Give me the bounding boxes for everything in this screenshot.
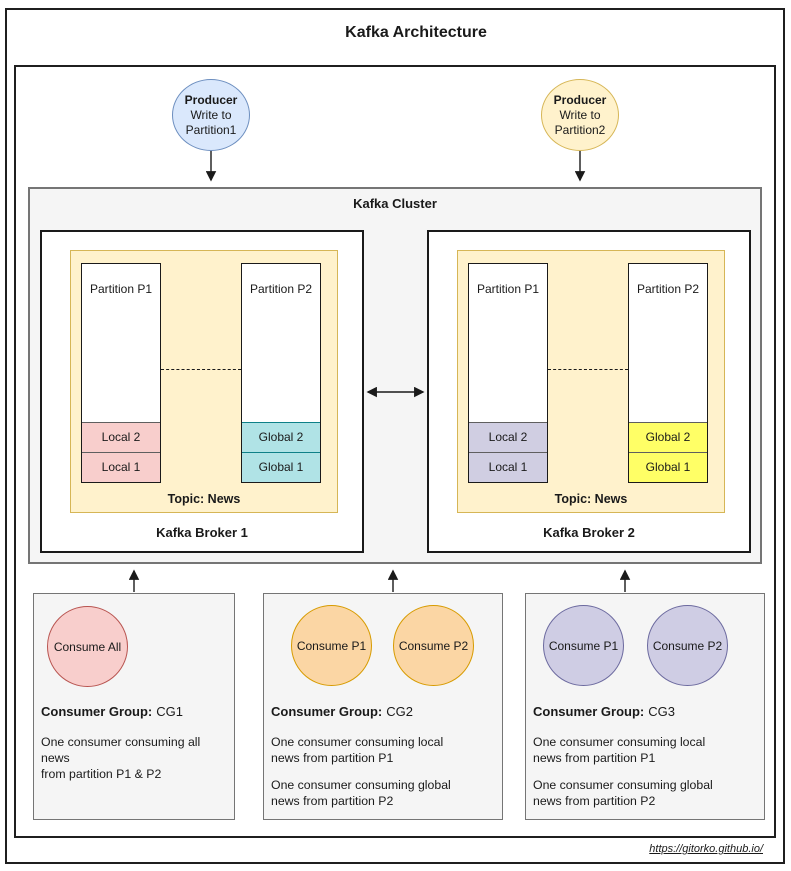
consumer-group-cg1-heading: Consumer Group:CG1 <box>41 704 228 719</box>
broker-2-label: Kafka Broker 2 <box>543 525 635 540</box>
consumer-group-heading-value: CG1 <box>156 704 183 719</box>
consumer-group-cg3-heading: Consumer Group:CG3 <box>533 704 758 719</box>
broker-2-partition-p1: Partition P1 Local 2 Local 1 <box>468 263 548 483</box>
consumer-group-heading-label: Consumer Group: <box>271 704 383 719</box>
producer-2-line3: Partition2 <box>554 122 606 137</box>
producer-1-node: Producer Write to Partition1 <box>172 79 250 151</box>
description-paragraph: One consumer consuming global news from … <box>533 778 713 808</box>
message-cell: Local 2 <box>469 422 547 452</box>
broker-1-partition-p1-label: Partition P1 <box>89 282 153 296</box>
broker-1-partition-p2-label: Partition P2 <box>249 282 313 296</box>
consumer-label: Consume P2 <box>398 638 469 653</box>
cg3-consumer-p2-node: Consume P2 <box>647 605 728 686</box>
producer-2-node: Producer Write to Partition2 <box>541 79 619 151</box>
producer-1-title: Producer <box>184 92 238 107</box>
message-cell: Local 1 <box>469 452 547 482</box>
broker-2-partition-p1-label: Partition P1 <box>476 282 540 296</box>
consumer-label: Consume P2 <box>652 638 723 653</box>
broker-2-partition-p2: Partition P2 Global 2 Global 1 <box>628 263 708 483</box>
cg2-consumer-p2-node: Consume P2 <box>393 605 474 686</box>
cg3-consumer-p1-node: Consume P1 <box>543 605 624 686</box>
partition-offset-dashed-line <box>161 369 241 370</box>
consumer-group-heading-value: CG2 <box>386 704 413 719</box>
description-paragraph: One consumer consuming global news from … <box>271 778 451 808</box>
partition-offset-dashed-line <box>548 369 628 370</box>
broker-2-topic-label: Topic: News <box>554 492 628 506</box>
consumer-group-cg2-heading: Consumer Group:CG2 <box>271 704 496 719</box>
message-cell: Local 1 <box>82 452 160 482</box>
kafka-broker-2-box: Partition P1 Local 2 Local 1 Partition P… <box>427 230 751 553</box>
producer-2-line2: Write to <box>559 107 601 122</box>
producer-1-line2: Write to <box>190 107 232 122</box>
producer-2-title: Producer <box>553 92 607 107</box>
message-cell: Global 1 <box>629 452 707 482</box>
consumer-group-cg2-description: One consumer consuming local news from p… <box>271 734 498 820</box>
consumer-group-cg1-description: One consumer consuming all news from par… <box>41 734 230 793</box>
consumer-label: Consume All <box>53 639 122 654</box>
broker-1-partition-p1-messages: Local 2 Local 1 <box>82 422 160 482</box>
description-paragraph: One consumer consuming local news from p… <box>271 735 444 765</box>
description-paragraph: One consumer consuming all news from par… <box>41 735 201 781</box>
consumer-label: Consume P1 <box>296 638 367 653</box>
broker-2-topic-box: Partition P1 Local 2 Local 1 Partition P… <box>457 250 725 513</box>
broker-2-partition-p2-messages: Global 2 Global 1 <box>629 422 707 482</box>
broker-1-partition-p1: Partition P1 Local 2 Local 1 <box>81 263 161 483</box>
cg2-consumer-p1-node: Consume P1 <box>291 605 372 686</box>
broker-2-partition-p1-messages: Local 2 Local 1 <box>469 422 547 482</box>
message-cell: Global 2 <box>242 422 320 452</box>
broker-1-partition-p2: Partition P2 Global 2 Global 1 <box>241 263 321 483</box>
message-cell: Global 1 <box>242 452 320 482</box>
footer-link[interactable]: https://gitorko.github.io/ <box>649 843 763 855</box>
broker-1-partition-p2-messages: Global 2 Global 1 <box>242 422 320 482</box>
consumer-label: Consume P1 <box>548 638 619 653</box>
consumer-all-node: Consume All <box>47 606 128 687</box>
message-cell: Local 2 <box>82 422 160 452</box>
kafka-broker-1-box: Partition P1 Local 2 Local 1 Partition P… <box>40 230 364 553</box>
consumer-group-cg3-description: One consumer consuming local news from p… <box>533 734 760 820</box>
broker-2-partition-p2-label: Partition P2 <box>636 282 700 296</box>
broker-1-topic-label: Topic: News <box>167 492 241 506</box>
producer-1-line3: Partition1 <box>185 122 237 137</box>
consumer-group-heading-value: CG3 <box>648 704 675 719</box>
broker-1-topic-box: Partition P1 Local 2 Local 1 Partition P… <box>70 250 338 513</box>
consumer-group-heading-label: Consumer Group: <box>533 704 645 719</box>
description-paragraph: One consumer consuming local news from p… <box>533 735 706 765</box>
consumer-group-heading-label: Consumer Group: <box>41 704 153 719</box>
broker-1-label: Kafka Broker 1 <box>156 525 248 540</box>
message-cell: Global 2 <box>629 422 707 452</box>
page-title: Kafka Architecture <box>345 24 487 41</box>
kafka-cluster-label: Kafka Cluster <box>353 196 437 211</box>
